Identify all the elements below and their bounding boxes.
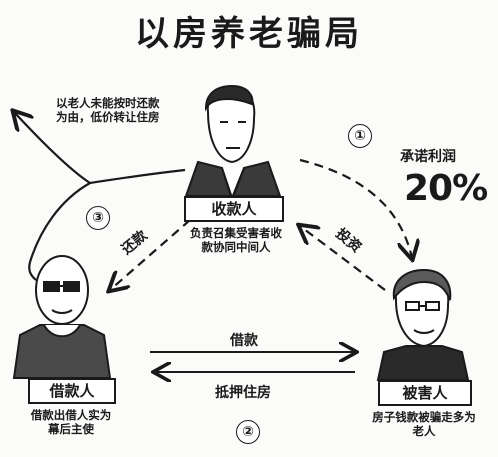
top-left-note: 以老人未能按时还款为由，低价转让住房 (56, 96, 160, 124)
branch-arrow (14, 112, 186, 281)
promise-label: 承诺利润 (400, 149, 456, 165)
mortgage-label: 抵押住房 (215, 385, 271, 401)
borrower-label: 借款人 (28, 378, 116, 404)
collector-figure (184, 84, 282, 204)
promise-value: 20% (404, 168, 488, 209)
arrow-invest (300, 226, 386, 291)
victim-desc: 房子钱款被骗走多为老人 (372, 410, 476, 438)
loan-label: 借款 (230, 333, 258, 349)
step-badge-1: ① (348, 124, 372, 148)
arrow-repay (110, 219, 191, 290)
step-badge-2: ② (236, 420, 260, 444)
victim-label: 被害人 (378, 380, 472, 406)
step-badge-3: ③ (86, 206, 110, 230)
borrower-figure (12, 255, 112, 379)
arrow-promise (299, 158, 412, 258)
victim-figure (376, 268, 470, 381)
collector-desc: 负责召集受害者收款协同中间人 (190, 226, 282, 254)
collector-label: 收款人 (184, 196, 284, 222)
borrower-desc: 借款出借人实为幕后主使 (30, 408, 112, 436)
diagram-title: 以房养老骗局 (135, 14, 363, 54)
